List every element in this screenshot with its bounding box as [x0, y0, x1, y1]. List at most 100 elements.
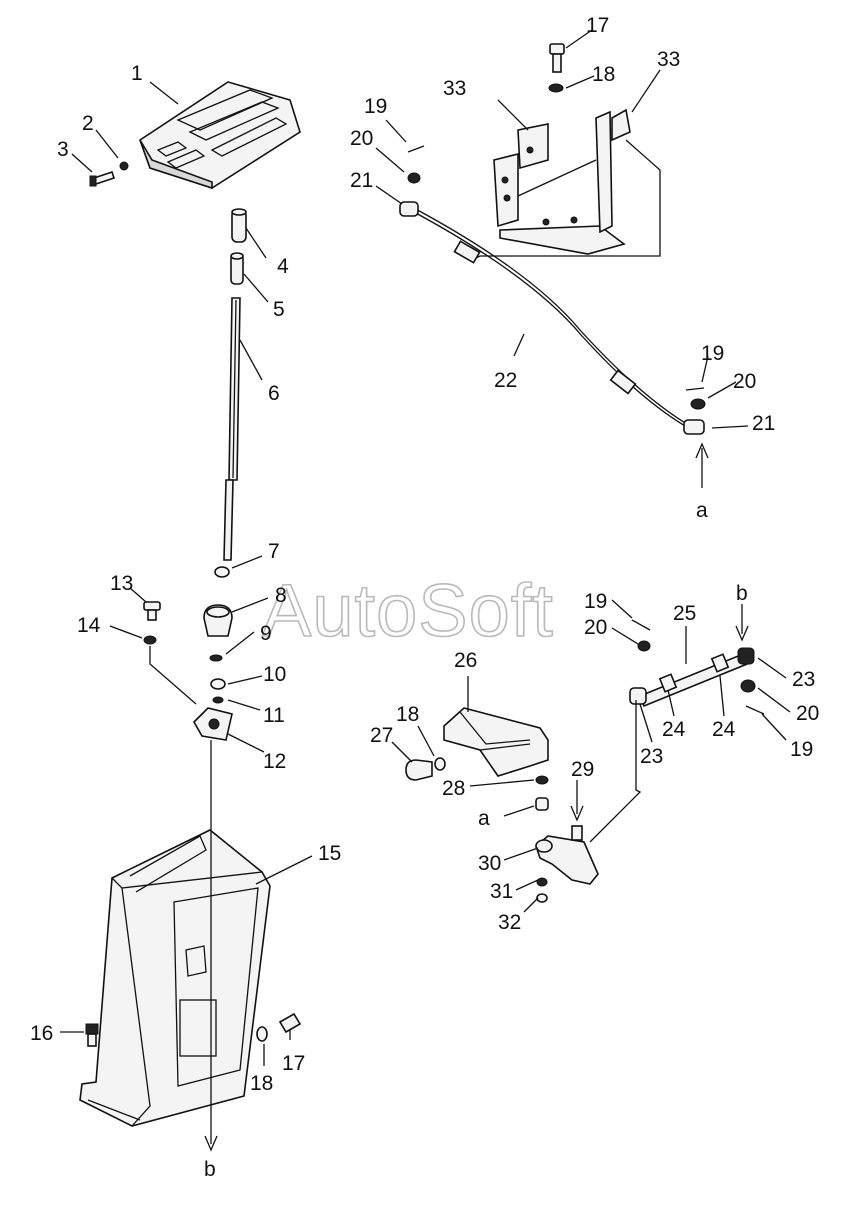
part-4-sleeve — [231, 208, 247, 243]
part-10-ring — [210, 678, 226, 690]
label-20-mid: 20 — [584, 616, 607, 639]
label-16: 16 — [30, 1022, 53, 1045]
part-27-bolt — [405, 759, 433, 781]
label-33-left: 33 — [443, 77, 466, 100]
part-14-washer — [143, 635, 157, 645]
label-14: 14 — [77, 614, 101, 637]
arrow-b-down — [204, 1135, 218, 1152]
label-2: 2 — [82, 112, 94, 135]
part-22-cable — [409, 205, 693, 431]
part-16-bolt — [85, 1023, 99, 1047]
label-24-right: 24 — [712, 718, 736, 741]
label-3: 3 — [57, 138, 69, 161]
label-19-lower-right: 19 — [790, 738, 813, 761]
label-18-upper: 18 — [592, 63, 615, 86]
label-19-mid: 19 — [584, 590, 607, 613]
part-18-washer-lower — [256, 1026, 268, 1042]
label-26: 26 — [454, 649, 477, 672]
part-19-pin-a — [407, 145, 425, 153]
label-a-top: a — [696, 499, 708, 522]
label-32: 32 — [498, 911, 521, 934]
part-21-joint-b — [683, 419, 705, 435]
part-8-boot — [203, 604, 233, 637]
label-5: 5 — [273, 298, 285, 321]
part-15-housing — [79, 829, 271, 1127]
part-31-washer — [536, 877, 548, 887]
part-29-nut — [535, 797, 549, 811]
label-a-lower: 29 — [571, 758, 594, 781]
label-31: 31 — [490, 880, 513, 903]
part-3-bolt — [89, 170, 116, 187]
label-19-right: 19 — [701, 342, 724, 365]
label-23-right: 23 — [792, 668, 815, 691]
label-20-lower-right: 20 — [796, 702, 819, 725]
label-10: 10 — [263, 663, 286, 686]
part-17-bolt-lower — [278, 1012, 302, 1034]
label-1: 1 — [131, 62, 143, 85]
label-6: 6 — [268, 382, 280, 405]
part-18-washer-upper — [548, 83, 564, 93]
part-13-bolt — [143, 601, 161, 621]
part-2-nut — [119, 161, 129, 171]
label-24-left: 24 — [662, 718, 686, 741]
label-11: 11 — [263, 704, 285, 727]
label-13: 13 — [110, 572, 133, 595]
part-21-joint-a — [399, 201, 419, 217]
part-18-washer-c — [434, 757, 446, 771]
label-15: 15 — [318, 842, 341, 865]
arrow-a-up — [695, 442, 709, 459]
label-22: 22 — [494, 369, 517, 392]
part-19-pin-b — [685, 387, 705, 391]
part-20-nut-d — [740, 679, 756, 693]
part-1-cover — [139, 81, 301, 190]
part-32-nut — [536, 893, 548, 903]
part-5-sleeve — [230, 252, 244, 285]
part-20-nut-a — [407, 172, 421, 184]
label-29: a — [478, 807, 490, 830]
label-21-right: 21 — [752, 412, 775, 435]
label-12: 12 — [263, 750, 286, 773]
label-20-right: 20 — [733, 370, 756, 393]
part-20-nut-c — [637, 640, 651, 652]
part-number-labels: 1 2 3 4 5 6 7 8 9 10 11 12 13 14 15 16 1… — [30, 14, 819, 1181]
part-17-bolt-upper — [549, 43, 565, 73]
label-17-upper: 17 — [586, 14, 609, 37]
part-11-washer — [212, 696, 224, 704]
label-33-right: 33 — [657, 48, 680, 71]
part-33-bracket — [471, 108, 661, 261]
leaders-left — [60, 81, 313, 1066]
label-7: 7 — [268, 540, 280, 563]
label-18-lower: 18 — [250, 1072, 273, 1095]
part-12-bracket — [193, 707, 233, 741]
part-25-rod — [638, 650, 754, 708]
part-6-lever-rod — [223, 297, 241, 561]
part-28-nut — [535, 775, 549, 785]
label-20-top: 20 — [350, 127, 373, 150]
label-28: 28 — [442, 777, 465, 800]
label-b-right: b — [736, 582, 748, 605]
arrow-b-down-right — [735, 625, 749, 642]
watermark: AutoSoft — [262, 569, 554, 652]
label-25: 25 — [673, 602, 696, 625]
label-27: 27 — [370, 724, 393, 747]
label-30: 30 — [478, 852, 501, 875]
part-23-joint-upper — [737, 647, 755, 665]
leaders-lower-right — [391, 599, 791, 913]
part-19-pin-c — [631, 619, 651, 631]
label-23-left: 23 — [640, 745, 663, 768]
part-23-joint-lower — [629, 687, 647, 705]
part-7-ring — [214, 566, 230, 578]
label-9: 9 — [260, 622, 272, 645]
label-b-bottom: b — [204, 1158, 216, 1181]
label-8: 8 — [275, 584, 287, 607]
part-26-bracket — [443, 707, 549, 777]
label-19-top: 19 — [364, 95, 387, 118]
label-18-mid: 18 — [396, 703, 419, 726]
part-20-nut-b — [690, 398, 706, 410]
label-4: 4 — [277, 255, 289, 278]
part-19-pin-d — [745, 705, 765, 715]
part-30-lever — [535, 825, 599, 885]
leaders-top-right — [375, 29, 749, 429]
arrow-a-down — [570, 805, 584, 822]
part-9-washer — [209, 654, 223, 662]
